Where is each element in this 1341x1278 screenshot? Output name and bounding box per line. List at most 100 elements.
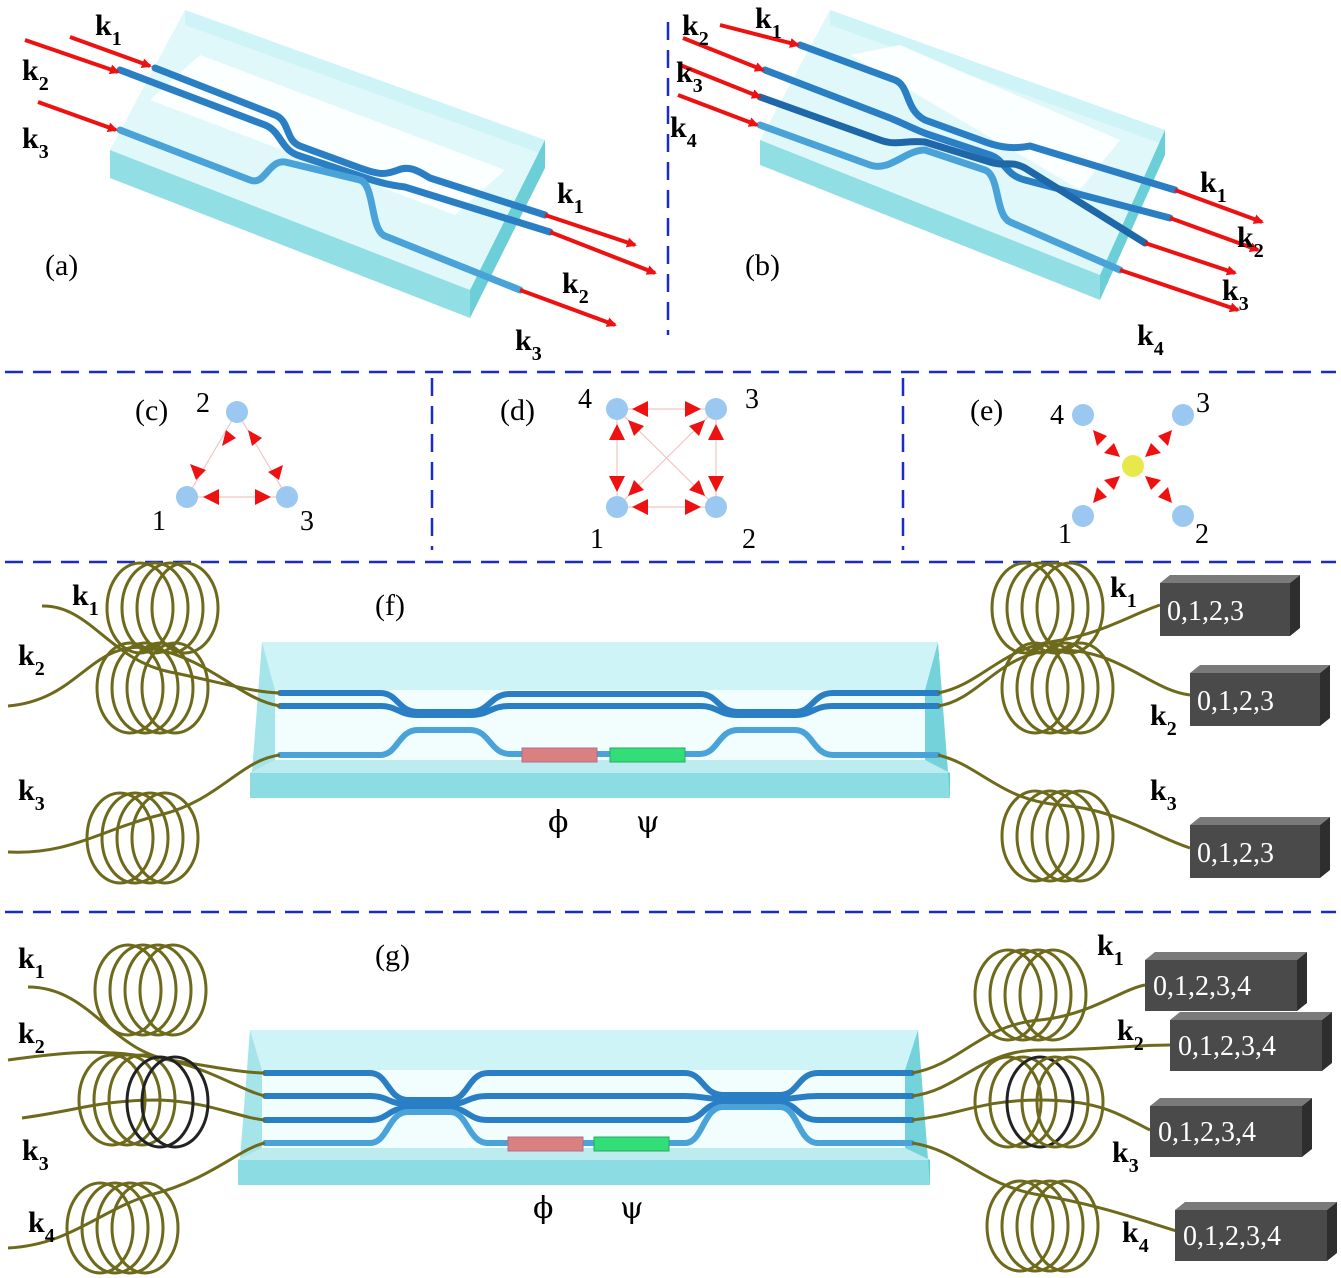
k4-out-b: k4 bbox=[1137, 319, 1164, 360]
k2-in-g: k2 bbox=[18, 1017, 45, 1058]
graph-d-node-4 bbox=[606, 398, 628, 420]
panel-label-c: (c) bbox=[135, 394, 168, 427]
k1-in-a: k1 bbox=[95, 9, 122, 50]
k3-in-g: k3 bbox=[22, 1134, 49, 1175]
panel-a: k1 k2 k3 k1 k2 k3 (a) bbox=[22, 9, 657, 365]
k4-in-b: k4 bbox=[670, 111, 697, 152]
k1-in-f: k1 bbox=[72, 579, 99, 620]
panel-f: ϕ ψ 0,1,2,3 bbox=[7, 561, 1330, 885]
k3-in-a: k3 bbox=[22, 122, 49, 163]
k1-in-b: k1 bbox=[755, 2, 782, 43]
detector-g-3: 0,1,2,3,4 bbox=[1150, 1098, 1312, 1157]
k2-in-a: k2 bbox=[22, 54, 49, 95]
panel-e: 1 2 3 4 (e) bbox=[970, 388, 1210, 550]
graph-d-label-2: 2 bbox=[742, 524, 756, 555]
phase-label-phi-g: ϕ bbox=[533, 1191, 553, 1226]
k2-out-f: k2 bbox=[1150, 699, 1177, 740]
graph-c-label-2: 2 bbox=[196, 388, 210, 419]
graph-c-label-1: 1 bbox=[152, 506, 166, 537]
detector-f-3: 0,1,2,3 bbox=[1190, 817, 1330, 878]
panel-c: 1 2 3 (c) bbox=[135, 388, 314, 537]
graph-d-label-3: 3 bbox=[745, 384, 759, 415]
k3-in-b: k3 bbox=[676, 56, 703, 97]
detector-f-1-label: 0,1,2,3 bbox=[1167, 596, 1244, 627]
graph-e-arrowheads bbox=[1093, 430, 1172, 503]
k2-out-b: k2 bbox=[1237, 221, 1264, 262]
graph-c-node-3 bbox=[276, 486, 298, 508]
panel-label-d: (d) bbox=[500, 394, 535, 427]
graph-d-arrowheads bbox=[609, 401, 724, 515]
graph-c-label-3: 3 bbox=[300, 506, 314, 537]
graph-e-node-4 bbox=[1072, 404, 1094, 426]
waveguides-g bbox=[262, 1070, 915, 1146]
k1-out-g: k1 bbox=[1097, 929, 1124, 970]
detector-g-1: 0,1,2,3,4 bbox=[1145, 952, 1307, 1011]
waveguides-a bbox=[116, 64, 554, 294]
input-arrows-a bbox=[24, 35, 152, 133]
k4-in-g: k4 bbox=[28, 1206, 55, 1247]
k1-out-b: k1 bbox=[1200, 166, 1227, 207]
phase-shifter-psi-f bbox=[609, 747, 686, 763]
k2-out-g: k2 bbox=[1117, 1014, 1144, 1055]
detector-g-4: 0,1,2,3,4 bbox=[1175, 1202, 1337, 1261]
detector-f-2-label: 0,1,2,3 bbox=[1197, 686, 1274, 717]
k1-out-f: k1 bbox=[1110, 571, 1137, 612]
graph-e-label-3: 3 bbox=[1196, 388, 1210, 419]
output-arrows-b bbox=[1119, 188, 1264, 313]
phase-shifter-phi-g bbox=[507, 1136, 584, 1152]
graph-d-node-1 bbox=[606, 496, 628, 518]
detector-g-1-label: 0,1,2,3,4 bbox=[1153, 971, 1251, 1002]
graph-d-label-1: 1 bbox=[590, 524, 604, 555]
divider-lines bbox=[5, 22, 1336, 914]
waveguides-f bbox=[277, 690, 941, 758]
phase-label-psi-g: ψ bbox=[620, 1191, 644, 1226]
k3-out-a: k3 bbox=[515, 324, 542, 365]
graph-c-node-2 bbox=[226, 401, 248, 423]
detector-g-4-label: 0,1,2,3,4 bbox=[1183, 1221, 1281, 1252]
panel-label-f: (f) bbox=[375, 589, 405, 622]
detector-f-3-label: 0,1,2,3 bbox=[1197, 838, 1274, 869]
k1-out-a: k1 bbox=[557, 177, 584, 218]
graph-c-node-1 bbox=[176, 486, 198, 508]
detector-f-1: 0,1,2,3 bbox=[1160, 575, 1300, 636]
k2-out-a: k2 bbox=[562, 267, 589, 308]
detector-g-2-label: 0,1,2,3,4 bbox=[1178, 1031, 1276, 1062]
graph-d-node-3 bbox=[705, 398, 727, 420]
fibers-left-g bbox=[7, 943, 266, 1275]
k2-in-b: k2 bbox=[682, 9, 709, 50]
k3-out-b: k3 bbox=[1222, 274, 1249, 315]
panel-b: k1 k2 k3 k4 k1 k2 k3 k4 (b) bbox=[670, 2, 1264, 360]
panel-label-e: (e) bbox=[970, 394, 1003, 427]
panel-label-g: (g) bbox=[375, 939, 410, 972]
phase-label-phi-f: ϕ bbox=[548, 805, 568, 840]
k3-out-g: k3 bbox=[1112, 1136, 1139, 1177]
graph-e-node-1 bbox=[1072, 505, 1094, 527]
phase-label-psi-f: ψ bbox=[636, 805, 660, 840]
k4-out-g: k4 bbox=[1122, 1216, 1149, 1257]
panel-label-b: (b) bbox=[745, 249, 780, 282]
fibers-right-g bbox=[911, 948, 1181, 1273]
graph-d-node-2 bbox=[705, 496, 727, 518]
phase-shifter-psi-g bbox=[593, 1136, 670, 1152]
graph-d-label-4: 4 bbox=[578, 384, 592, 415]
k2-in-f: k2 bbox=[18, 639, 45, 680]
fibers-right-f bbox=[937, 561, 1191, 883]
fibers-left-f bbox=[7, 561, 281, 885]
graph-c-arrowheads bbox=[190, 430, 283, 505]
panel-d: 1 2 3 4 (d) bbox=[500, 384, 759, 555]
detector-g-3-label: 0,1,2,3,4 bbox=[1158, 1117, 1256, 1148]
panel-g: ϕ ψ bbox=[7, 929, 1337, 1275]
graph-e-label-4: 4 bbox=[1050, 400, 1064, 431]
chip-a bbox=[110, 10, 545, 318]
graph-e-label-1: 1 bbox=[1058, 519, 1072, 550]
chip-g bbox=[238, 1030, 930, 1185]
input-arrows-b bbox=[677, 23, 800, 127]
graph-e-center-node bbox=[1122, 455, 1144, 477]
k3-in-f: k3 bbox=[18, 774, 45, 815]
detector-f-2: 0,1,2,3 bbox=[1190, 665, 1330, 726]
phase-shifter-phi-f bbox=[521, 747, 598, 763]
panel-label-a: (a) bbox=[45, 249, 78, 282]
k3-out-f: k3 bbox=[1150, 774, 1177, 815]
chip-f bbox=[250, 642, 950, 798]
